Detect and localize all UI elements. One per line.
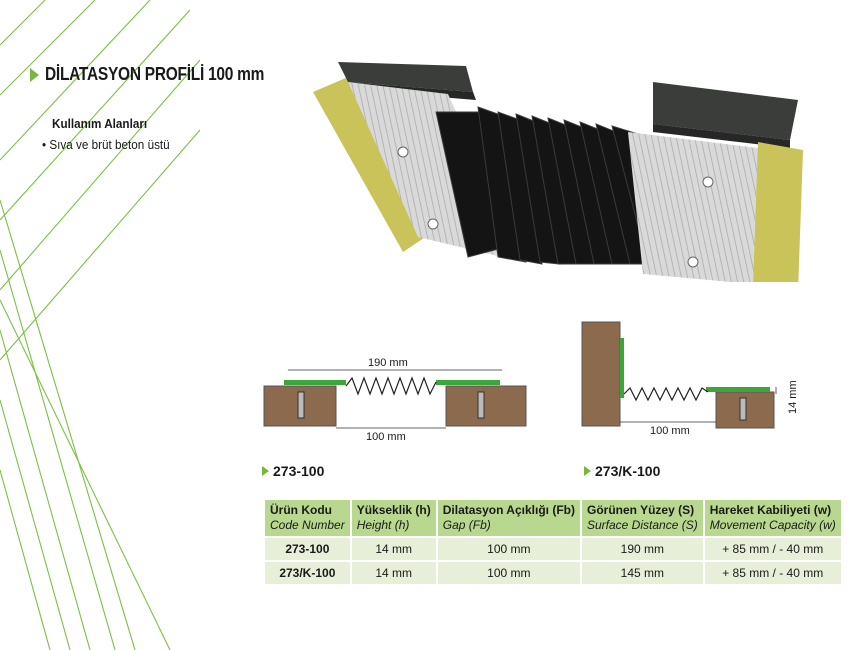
header-en: Height (h): [356, 518, 410, 532]
code-bullet-icon: [262, 466, 269, 476]
decorative-lines: [0, 0, 200, 650]
anchor-icon: [739, 397, 747, 421]
header-tr: Ürün Kodu: [270, 503, 332, 517]
right-anchor-icon: [477, 391, 485, 419]
product-illustration: [313, 62, 803, 282]
code-label-273-K-100: 273/K-100: [584, 463, 660, 479]
cell-movement: + 85 mm / - 40 mm: [704, 538, 841, 560]
height-dimension-label: 14 mm: [787, 380, 799, 414]
table-row: 273/K-100 14 mm 100 mm 145 mm + 85 mm / …: [265, 562, 841, 584]
header-en: Movement Capacity (w): [709, 518, 836, 532]
cell-height: 14 mm: [351, 538, 436, 560]
left-anchor-icon: [297, 391, 305, 419]
usage-item-text: Sıva ve brüt beton üstü: [49, 137, 170, 152]
right-flange: [436, 380, 500, 385]
header-tr: Yükseklik (h): [356, 503, 431, 517]
code-label-text: 273/K-100: [595, 463, 661, 479]
cell-movement: + 85 mm / - 40 mm: [704, 562, 841, 584]
title-bullet-icon: [30, 67, 39, 82]
header-height: Yükseklik (h)Height (h): [351, 500, 436, 536]
drawing-273-100: 190 mm 100 mm: [263, 357, 527, 443]
cell-surface: 190 mm: [581, 538, 703, 560]
cell-height: 14 mm: [351, 562, 436, 584]
header-en: Surface Distance (S): [586, 518, 698, 532]
header-movement: Hareket Kabiliyeti (w)Movement Capacity …: [704, 500, 841, 536]
header-tr: Görünen Yüzey (S): [586, 503, 695, 517]
bellows-profile: [623, 386, 709, 402]
gap-dimension-label: 100 mm: [366, 431, 406, 443]
page-title: DİLATASYON PROFİLİ 100 mm: [45, 64, 265, 84]
usage-heading: Kullanım Alanları: [52, 116, 148, 131]
gap-dimension-label: 100 mm: [650, 425, 690, 437]
title-block: DİLATASYON PROFİLİ 100 mm: [30, 64, 300, 85]
cell-gap: 100 mm: [437, 562, 580, 584]
header-tr: Hareket Kabiliyeti (w): [709, 503, 832, 517]
usage-item: • Sıva ve brüt beton üstü: [42, 137, 170, 152]
cell-code: 273/K-100: [265, 562, 350, 584]
left-flange: [284, 380, 346, 385]
drawing-273-K-100: 100 mm 14 mm: [581, 321, 799, 437]
code-bullet-icon: [584, 466, 591, 476]
header-tr: Dilatasyon Açıklığı (Fb): [442, 503, 575, 517]
bellows-profile: [345, 376, 437, 396]
cell-gap: 100 mm: [437, 538, 580, 560]
code-label-273-100: 273-100: [262, 463, 324, 479]
wall-flange: [620, 338, 624, 398]
cell-surface: 145 mm: [581, 562, 703, 584]
floor-flange: [706, 387, 770, 392]
header-surface: Görünen Yüzey (S)Surface Distance (S): [581, 500, 703, 536]
header-gap: Dilatasyon Açıklığı (Fb)Gap (Fb): [437, 500, 580, 536]
header-en: Gap (Fb): [442, 518, 491, 532]
code-label-text: 273-100: [273, 463, 325, 479]
surface-dimension-label: 190 mm: [368, 357, 408, 369]
right-substrate: [445, 385, 527, 427]
wall-substrate: [581, 321, 621, 427]
header-en: Code Number: [270, 518, 345, 532]
table-row: 273-100 14 mm 100 mm 190 mm + 85 mm / - …: [265, 538, 841, 560]
cell-code: 273-100: [265, 538, 350, 560]
